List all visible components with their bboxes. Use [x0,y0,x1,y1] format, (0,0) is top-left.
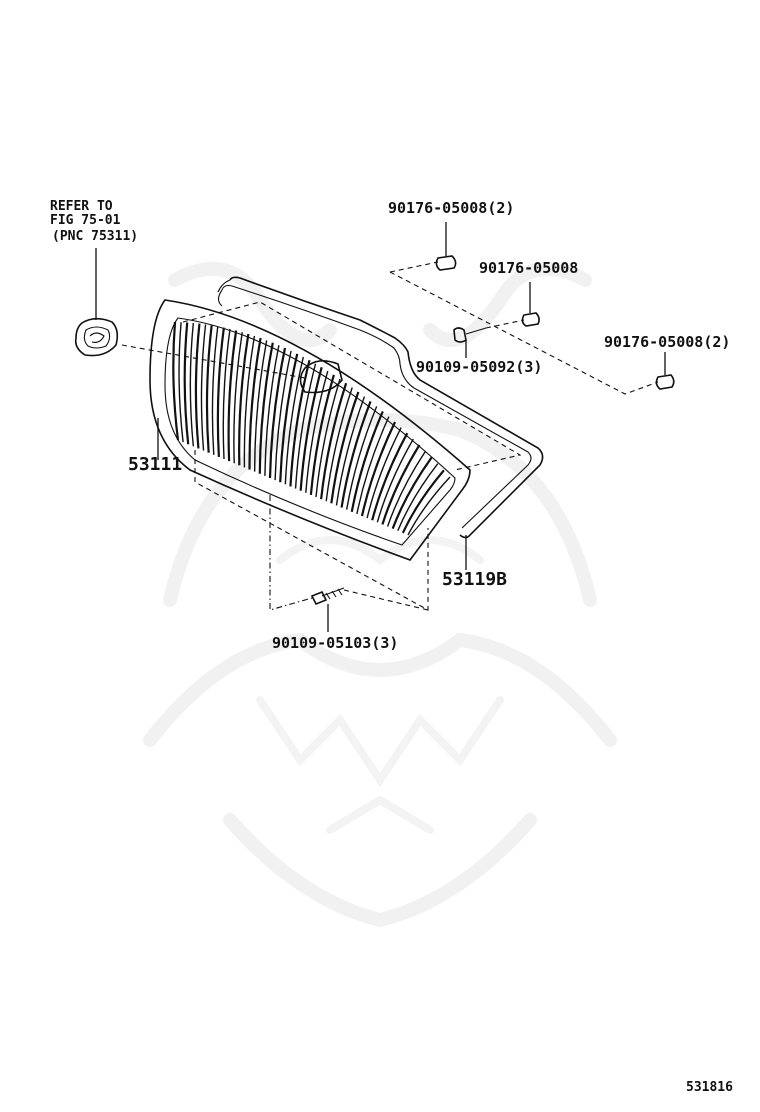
grille-bar [264,345,280,476]
grille-bar [289,360,311,487]
grille-bar [376,438,414,523]
reference-line-1: REFER TO [50,199,113,214]
grille-bar [397,463,439,532]
grille-bar [340,401,372,508]
grille-bar [189,322,195,447]
grille-bar [205,325,213,453]
part-label-screw-bottom: 90109-05103(3) [272,634,398,652]
part-label-clip-right: 90176-05008(2) [604,333,730,351]
grille-bar [258,342,274,474]
clip-right [655,374,675,390]
grille-bar [407,476,451,536]
grille-bar [345,406,378,510]
leader-lines [95,222,666,632]
grille-bar [172,321,180,441]
grille-bar [194,323,201,449]
grille-bar [268,347,287,479]
grille-bar [200,324,207,451]
grille-bar [366,427,402,519]
clip-top [435,255,457,271]
grille-bar [284,356,305,485]
grille-bar [335,396,366,506]
part-label-screw-seal: 90109-05092(3) [416,358,542,376]
radiator-grille [149,299,471,561]
part-label-seal: 53119B [442,569,507,590]
grille-bar [279,353,299,483]
relation-lines [121,261,659,611]
grille-bar [216,327,225,457]
grille-bar [325,387,353,502]
grille-bar [233,332,243,464]
grille-bar [381,444,421,525]
grille-bar [227,330,238,462]
reference-note: REFER TO FIG 75-01 (PNC 75311) [50,199,138,244]
grille-bar [391,456,433,530]
grille-bar [211,326,219,455]
grille-bar [350,410,384,512]
reference-line-2: FIG 75-01 [50,213,121,228]
grille-bar [401,469,445,534]
grille-bar [315,378,341,498]
grille-bar [238,333,250,466]
screw-bottom [310,587,345,606]
part-label-grille: 53111 [128,454,182,475]
grille-bar [309,374,335,495]
grille-bar [360,421,396,517]
part-label-clip-middle: 90176-05008 [479,259,578,277]
figure-number: 531816 [686,1080,733,1095]
grille-bar [183,322,190,445]
grille-bar [253,340,268,472]
grille-bar [274,350,292,481]
grille-bar [294,363,317,489]
clip-middle [521,312,540,327]
grille-bar [299,367,323,491]
grille-bar [320,382,348,500]
grille-bar [248,337,262,470]
part-label-clip-top: 90176-05008(2) [388,199,514,217]
grille-vertical-bars [172,321,451,536]
grille-bar [330,391,360,504]
grille-bar [386,450,427,527]
grille-bar [243,335,256,468]
grille-seal [217,276,544,539]
grille-bar [178,322,184,443]
grille-bar [305,370,329,493]
reference-line-3: (PNC 75311) [52,229,138,244]
grille-bar [356,416,390,515]
grille-bar [371,432,409,521]
grille-bar [222,328,231,460]
emblem-part [74,317,119,357]
